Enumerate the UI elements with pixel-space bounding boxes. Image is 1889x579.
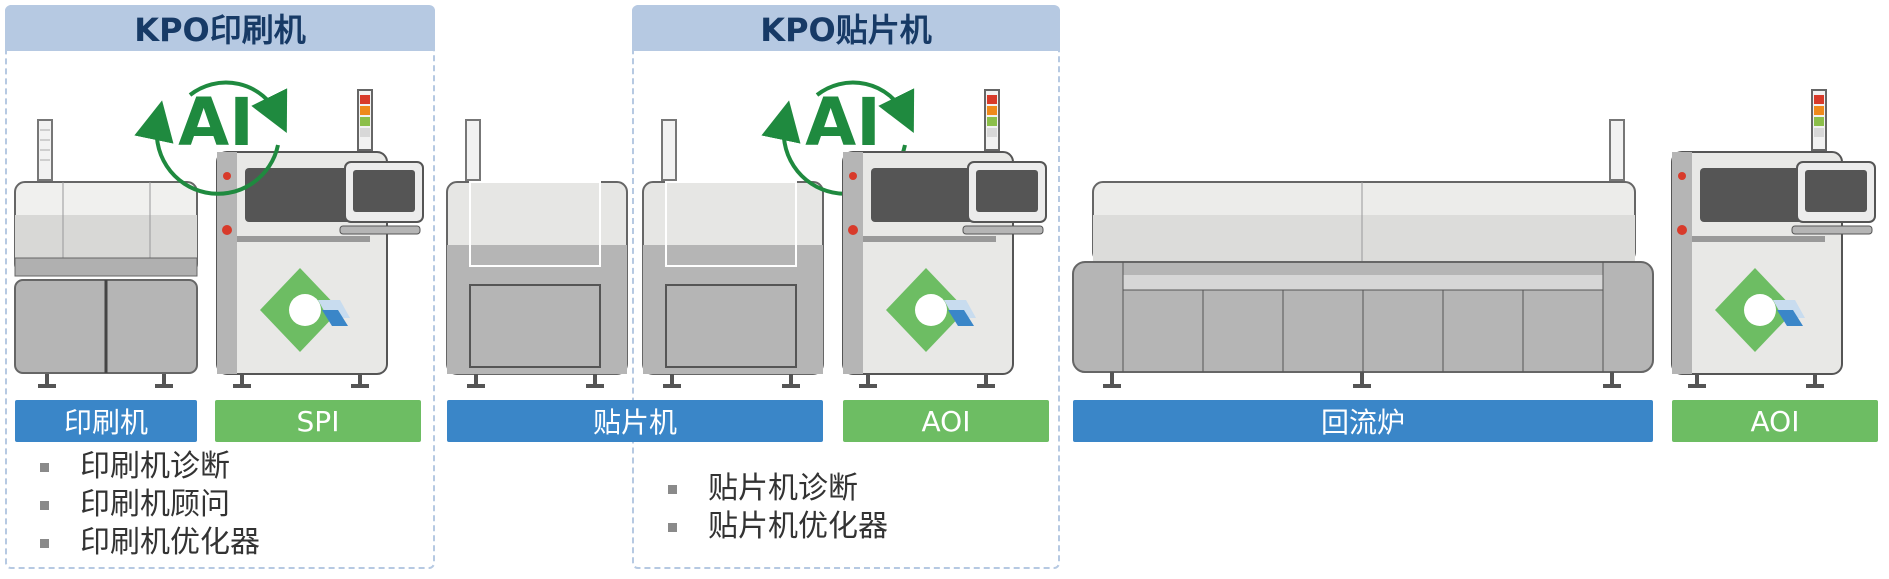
spi-machine-icon [216, 89, 424, 388]
mounter-feature-list: 贴片机诊断 贴片机优化器 [668, 470, 888, 546]
list-item: 印刷机优化器 [40, 524, 260, 562]
reflow-label: 回流炉 [1073, 400, 1653, 442]
list-item: 印刷机顾问 [40, 486, 260, 524]
list-item: 贴片机优化器 [668, 508, 888, 546]
mounter-machine-icon [446, 119, 628, 388]
machine-illustrations: AI AI [14, 80, 1876, 388]
aoi-label-2: AOI [1672, 400, 1878, 442]
printer-feature-list: 印刷机诊断 印刷机顾问 印刷机优化器 [40, 448, 260, 562]
ai-badge-text: AI [178, 84, 254, 161]
aoi-machine-icon-2 [1671, 89, 1876, 388]
spi-label: SPI [215, 400, 421, 442]
reflow-oven-icon [1072, 119, 1654, 388]
ai-badge-text-2: AI [805, 84, 881, 161]
kpo-printer-group-title: KPO印刷机 [5, 5, 435, 51]
aoi-label: AOI [843, 400, 1049, 442]
mounter-label: 贴片机 [447, 400, 823, 442]
printer-machine-icon [14, 119, 198, 388]
list-item: 贴片机诊断 [668, 470, 888, 508]
ai-cycle-icon [134, 80, 288, 196]
aoi-machine-icon [842, 89, 1047, 388]
mounter-machine-icon-2 [642, 119, 824, 388]
list-item: 印刷机诊断 [40, 448, 260, 486]
kpo-mounter-group-title: KPO贴片机 [632, 5, 1060, 51]
printer-label: 印刷机 [15, 400, 197, 442]
